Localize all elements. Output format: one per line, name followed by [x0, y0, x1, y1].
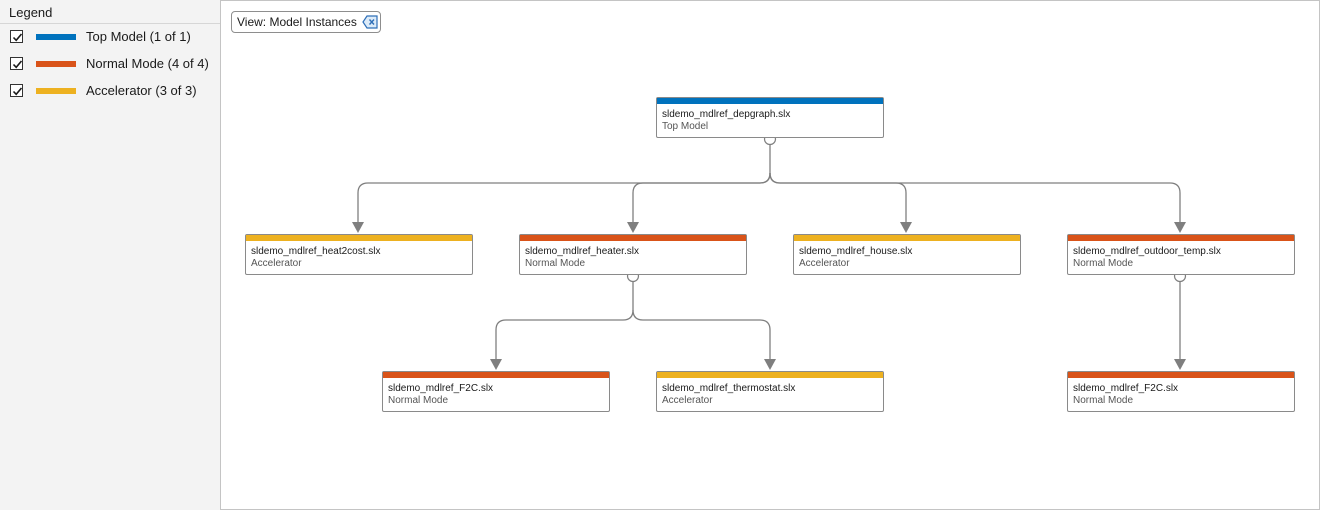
- legend-item-top-model[interactable]: Top Model (1 of 1): [10, 29, 218, 45]
- legend-panel: Legend Top Model (1 of 1) Normal Mode (4…: [0, 0, 221, 510]
- checkmark-icon: [12, 60, 23, 69]
- clear-filter-icon[interactable]: [362, 15, 378, 29]
- node-name: sldemo_mdlref_F2C.slx: [388, 383, 494, 394]
- legend-label-normal-mode: Normal Mode (4 of 4): [86, 56, 209, 71]
- model-node-depgraph[interactable]: sldemo_mdlref_depgraph.slx Top Model: [656, 97, 884, 138]
- node-mode-bar: [520, 235, 746, 241]
- model-node-heater[interactable]: sldemo_mdlref_heater.slx Normal Mode: [519, 234, 747, 275]
- node-name: sldemo_mdlref_heat2cost.slx: [251, 246, 381, 257]
- node-mode-bar: [383, 372, 609, 378]
- legend-item-normal-mode[interactable]: Normal Mode (4 of 4): [10, 56, 218, 72]
- arrowhead-icon: [490, 359, 502, 370]
- view-filter-label: View: Model Instances: [237, 15, 357, 29]
- node-mode-bar: [794, 235, 1020, 241]
- model-node-outdoor-temp[interactable]: sldemo_mdlref_outdoor_temp.slx Normal Mo…: [1067, 234, 1295, 275]
- arrowhead-icon: [764, 359, 776, 370]
- arrowhead-icon: [1174, 359, 1186, 370]
- node-mode: Accelerator: [662, 395, 713, 406]
- legend-swatch-accelerator: [36, 88, 76, 94]
- node-mode-bar: [1068, 235, 1294, 241]
- node-mode: Accelerator: [799, 258, 850, 269]
- model-node-f2c-outdoor[interactable]: sldemo_mdlref_F2C.slx Normal Mode: [1067, 371, 1295, 412]
- model-node-thermostat[interactable]: sldemo_mdlref_thermostat.slx Accelerator: [656, 371, 884, 412]
- legend-title: Legend: [9, 5, 53, 20]
- edge-heater-f2c: [495, 282, 634, 361]
- legend-item-accelerator[interactable]: Accelerator (3 of 3): [10, 83, 218, 99]
- node-mode-bar: [657, 372, 883, 378]
- node-name: sldemo_mdlref_heater.slx: [525, 246, 639, 257]
- edge-depgraph-house: [769, 172, 907, 224]
- edge-heater-thermostat: [632, 309, 771, 361]
- legend-label-accelerator: Accelerator (3 of 3): [86, 83, 197, 98]
- legend-checkbox-top-model[interactable]: [10, 30, 23, 43]
- node-mode: Normal Mode: [525, 258, 586, 269]
- arrowhead-icon: [352, 222, 364, 233]
- arrowhead-icon: [627, 222, 639, 233]
- edge-depgraph-outdoor-temp: [769, 172, 1181, 224]
- legend-checkbox-accelerator[interactable]: [10, 84, 23, 97]
- node-mode: Accelerator: [251, 258, 302, 269]
- arrowhead-icon: [1174, 222, 1186, 233]
- model-node-heat2cost[interactable]: sldemo_mdlref_heat2cost.slx Accelerator: [245, 234, 473, 275]
- model-node-house[interactable]: sldemo_mdlref_house.slx Accelerator: [793, 234, 1021, 275]
- node-mode: Top Model: [662, 121, 709, 132]
- node-name: sldemo_mdlref_thermostat.slx: [662, 383, 796, 394]
- checkmark-icon: [12, 33, 23, 42]
- legend-swatch-normal-mode: [36, 61, 76, 67]
- node-name: sldemo_mdlref_outdoor_temp.slx: [1073, 246, 1221, 257]
- edge-depgraph-heater: [632, 172, 771, 224]
- view-filter-chip[interactable]: View: Model Instances: [231, 11, 381, 33]
- edge-depgraph-heat2cost: [357, 145, 771, 224]
- node-name: sldemo_mdlref_house.slx: [799, 246, 913, 257]
- arrowhead-icon: [900, 222, 912, 233]
- node-name: sldemo_mdlref_depgraph.slx: [662, 109, 791, 120]
- legend-label-top-model: Top Model (1 of 1): [86, 29, 191, 44]
- legend-checkbox-normal-mode[interactable]: [10, 57, 23, 70]
- checkmark-icon: [12, 87, 23, 96]
- node-mode: Normal Mode: [1073, 258, 1134, 269]
- node-mode-bar: [657, 98, 883, 104]
- node-mode: Normal Mode: [1073, 395, 1134, 406]
- legend-divider: [0, 23, 220, 24]
- node-mode: Normal Mode: [388, 395, 449, 406]
- node-mode-bar: [246, 235, 472, 241]
- model-node-f2c[interactable]: sldemo_mdlref_F2C.slx Normal Mode: [382, 371, 610, 412]
- legend-swatch-top-model: [36, 34, 76, 40]
- node-name: sldemo_mdlref_F2C.slx: [1073, 383, 1179, 394]
- node-mode-bar: [1068, 372, 1294, 378]
